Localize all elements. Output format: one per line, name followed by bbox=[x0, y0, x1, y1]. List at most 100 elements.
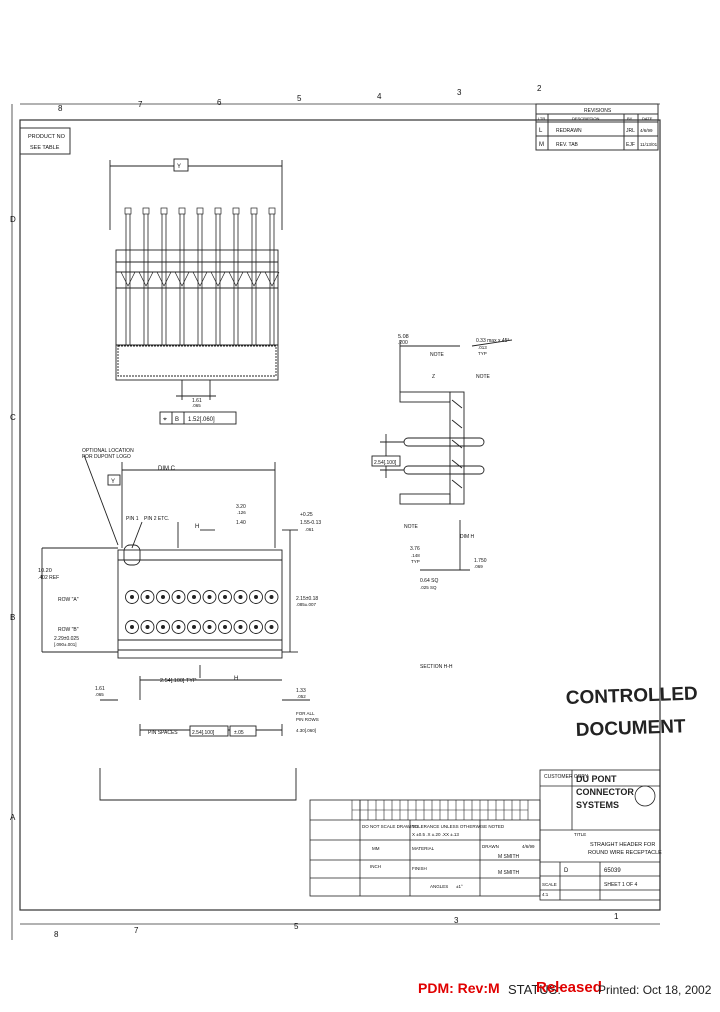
svg-text:REV. TAB: REV. TAB bbox=[556, 142, 579, 148]
svg-text:2.29±0.025: 2.29±0.025 bbox=[54, 636, 79, 642]
true-position-symbol: ⌖ bbox=[163, 416, 167, 423]
svg-text:4.30[.060]: 4.30[.060] bbox=[296, 728, 316, 733]
pin-hole bbox=[264, 620, 279, 634]
pin-hole-center bbox=[207, 595, 212, 599]
svg-text:H: H bbox=[234, 676, 238, 682]
svg-text:.065: .065 bbox=[95, 692, 104, 697]
pin-tip bbox=[178, 207, 186, 215]
zone-8-bottom: 8 bbox=[54, 930, 59, 939]
pin-chamfer bbox=[138, 271, 154, 287]
pin-hole-center bbox=[192, 595, 196, 599]
svg-text:TYP: TYP bbox=[478, 351, 487, 356]
svg-text:2.54[.100]: 2.54[.100] bbox=[192, 730, 215, 736]
pin1-label: PIN 1 bbox=[126, 516, 139, 522]
company-name-3: SYSTEMS bbox=[576, 800, 619, 810]
pin-chamfer bbox=[210, 271, 226, 287]
svg-text:PRODUCT NO: PRODUCT NO bbox=[28, 134, 66, 140]
pin-tip bbox=[268, 207, 276, 215]
svg-text:FINISH: FINISH bbox=[412, 866, 427, 871]
pin-hole bbox=[264, 590, 279, 604]
pin-hole-center bbox=[207, 625, 212, 629]
row-a-label: ROW "A" bbox=[58, 597, 79, 603]
svg-text:4:1: 4:1 bbox=[542, 892, 549, 897]
svg-text:X ±0.5 .X ±.20 .XX ±.13: X ±0.5 .X ±.20 .XX ±.13 bbox=[412, 832, 459, 837]
row-b-label: ROW "B" bbox=[58, 627, 79, 633]
svg-text:TYP: TYP bbox=[411, 559, 420, 564]
dwg-number: 65039 bbox=[604, 868, 621, 874]
svg-text:1.55-0.13: 1.55-0.13 bbox=[300, 520, 321, 526]
svg-text:1.750: 1.750 bbox=[474, 558, 487, 564]
svg-text:3.20: 3.20 bbox=[236, 504, 246, 510]
pin-hole-center bbox=[130, 625, 134, 629]
pin-hole-center bbox=[223, 595, 227, 599]
pin-hole bbox=[125, 620, 139, 634]
pdm-footer: PDM: Rev:M STATUS: Released Printed: Oct… bbox=[0, 976, 720, 1006]
pin-chamfer bbox=[192, 271, 208, 287]
pin-hole-center bbox=[161, 625, 165, 629]
size-code: D bbox=[564, 868, 569, 874]
rev-ltr-l: L bbox=[539, 128, 543, 134]
pin-hole bbox=[249, 590, 263, 604]
dim-c-box-label: Y bbox=[177, 164, 181, 170]
svg-text:.085±.007: .085±.007 bbox=[296, 602, 316, 607]
section-title: SECTION H-H bbox=[420, 664, 453, 670]
svg-text:DRAWN: DRAWN bbox=[482, 844, 499, 849]
pin-hole-grid bbox=[125, 590, 279, 634]
svg-text:PIN ROWS: PIN ROWS bbox=[296, 717, 319, 722]
svg-text:.126: .126 bbox=[237, 510, 246, 515]
pin-hole-center bbox=[238, 595, 243, 599]
zone-7-bottom: 7 bbox=[134, 926, 139, 935]
pin-chamfer bbox=[120, 271, 136, 287]
zone-8: 8 bbox=[58, 104, 63, 113]
zone-3: 3 bbox=[457, 88, 462, 97]
true-position-value: 1.52[.060] bbox=[188, 417, 215, 423]
pin-hole-center bbox=[254, 595, 258, 599]
svg-text:1.40: 1.40 bbox=[236, 520, 246, 526]
svg-text:±1°: ±1° bbox=[456, 884, 463, 889]
company-name-2: CONNECTOR bbox=[576, 787, 634, 797]
pdm-revision: PDM: Rev:M bbox=[418, 980, 500, 996]
svg-text:1.61: 1.61 bbox=[192, 398, 202, 404]
section-view bbox=[371, 339, 513, 571]
pin-chamfer bbox=[228, 271, 244, 287]
row-a: A bbox=[10, 813, 16, 822]
row-c: C bbox=[10, 413, 16, 422]
svg-text:.025 SQ: .025 SQ bbox=[420, 585, 437, 590]
svg-text:Y: Y bbox=[111, 479, 115, 485]
pin-hole bbox=[156, 620, 170, 634]
svg-text:1.61: 1.61 bbox=[95, 686, 105, 692]
pin-hole-center bbox=[269, 595, 274, 599]
zone-5-bottom: 5 bbox=[294, 922, 299, 931]
drawing-title-2: ROUND WIRE RECEPTACLE bbox=[588, 850, 662, 856]
svg-text:TOLERANCE UNLESS OTHERWISE NOT: TOLERANCE UNLESS OTHERWISE NOTED bbox=[412, 824, 505, 829]
document-stamp: DOCUMENT bbox=[575, 716, 686, 741]
zone-markers: 8 7 6 5 4 3 2 8 7 5 3 1 D C B A bbox=[10, 84, 619, 939]
section-pitch: 2.54[.100] bbox=[374, 460, 397, 466]
pin-chamfer bbox=[156, 271, 172, 287]
svg-text:BY: BY bbox=[627, 116, 633, 121]
printed-date: Printed: Oct 18, 2002 bbox=[598, 983, 712, 997]
pin-tip bbox=[124, 207, 132, 215]
svg-text:4/6/99: 4/6/99 bbox=[640, 128, 653, 133]
zone-5: 5 bbox=[297, 94, 302, 103]
svg-text:MM: MM bbox=[372, 846, 380, 851]
svg-text:ANGLES: ANGLES bbox=[430, 884, 448, 889]
svg-text:SCALE: SCALE bbox=[542, 882, 557, 887]
row-b: B bbox=[10, 613, 15, 622]
pin-hole-center bbox=[192, 625, 196, 629]
svg-text:.069: .069 bbox=[474, 564, 483, 569]
pin-hole bbox=[171, 590, 186, 604]
svg-text:11/13/01: 11/13/01 bbox=[640, 142, 658, 147]
controlled-stamp: CONTROLLED bbox=[565, 683, 698, 709]
zone-3-bottom: 3 bbox=[454, 916, 459, 925]
svg-text:.148: .148 bbox=[411, 553, 420, 558]
pin-hole bbox=[140, 590, 155, 604]
svg-text:REDRAWN: REDRAWN bbox=[556, 128, 582, 134]
pin-hole-center bbox=[176, 595, 181, 599]
svg-text:.402 REF: .402 REF bbox=[38, 575, 59, 581]
pin-tip bbox=[250, 207, 258, 215]
pin-tip bbox=[196, 207, 204, 215]
customer-copy: CUSTOMER COPY bbox=[544, 774, 589, 780]
pin-hole bbox=[187, 590, 201, 604]
